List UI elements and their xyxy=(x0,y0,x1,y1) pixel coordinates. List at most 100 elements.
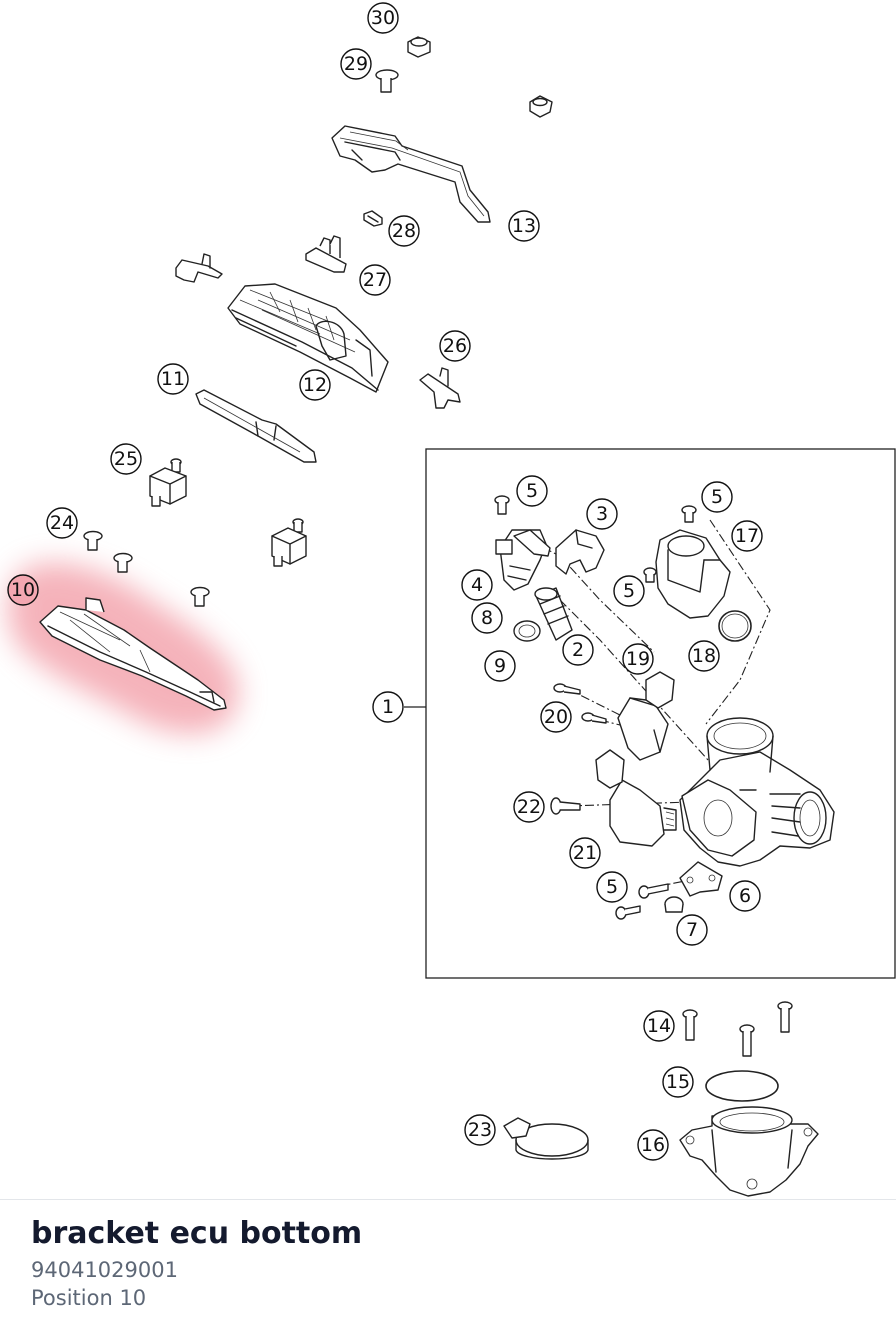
svg-text:25: 25 xyxy=(114,448,138,470)
svg-text:14: 14 xyxy=(647,1015,671,1037)
callout-20[interactable]: 20 xyxy=(540,701,572,733)
part-30-nut-2[interactable] xyxy=(529,95,553,118)
part-23-clamp[interactable] xyxy=(503,1117,589,1160)
callout-7[interactable]: 7 xyxy=(676,914,708,946)
svg-text:18: 18 xyxy=(692,645,716,667)
callout-18[interactable]: 18 xyxy=(688,640,720,672)
callout-14[interactable]: 14 xyxy=(643,1010,675,1042)
part-name: bracket ecu bottom xyxy=(31,1216,363,1251)
callout-6[interactable]: 6 xyxy=(729,880,761,912)
svg-text:28: 28 xyxy=(392,220,416,242)
callout-25[interactable]: 25 xyxy=(110,443,142,475)
part-21-sensor[interactable] xyxy=(595,749,677,847)
part-5-screw-a[interactable] xyxy=(494,495,510,515)
svg-text:23: 23 xyxy=(468,1119,492,1141)
svg-text:4: 4 xyxy=(471,574,483,596)
callout-2[interactable]: 2 xyxy=(562,634,594,666)
part-13-bracket-top[interactable] xyxy=(331,125,491,223)
part-25-damper-2[interactable] xyxy=(271,518,307,567)
part-14-screw-2[interactable] xyxy=(739,1024,755,1057)
svg-text:13: 13 xyxy=(512,215,536,237)
part-9-seal[interactable] xyxy=(513,620,541,642)
callout-5-b[interactable]: 5 xyxy=(701,481,733,513)
callout-30[interactable]: 30 xyxy=(367,2,399,34)
part-12-ecu[interactable] xyxy=(227,283,389,393)
part-3-clip[interactable] xyxy=(555,529,605,575)
callout-4[interactable]: 4 xyxy=(461,569,493,601)
part-29-screw[interactable] xyxy=(375,69,399,93)
part-5-screw-b[interactable] xyxy=(681,505,697,523)
svg-text:24: 24 xyxy=(50,512,74,534)
callout-13[interactable]: 13 xyxy=(508,210,540,242)
callout-8[interactable]: 8 xyxy=(471,602,503,634)
callout-5-c[interactable]: 5 xyxy=(613,575,645,607)
svg-text:10: 10 xyxy=(11,579,35,601)
callout-21[interactable]: 21 xyxy=(569,837,601,869)
callout-12[interactable]: 12 xyxy=(299,369,331,401)
part-17-actuator[interactable] xyxy=(655,529,731,619)
part-24-screw[interactable] xyxy=(83,530,103,551)
part-4-sensor[interactable] xyxy=(495,529,551,591)
part-6-plate[interactable] xyxy=(679,861,723,897)
callout-5-a[interactable]: 5 xyxy=(516,475,548,507)
part-19-connector[interactable] xyxy=(617,671,675,761)
callout-3[interactable]: 3 xyxy=(586,498,618,530)
svg-text:5: 5 xyxy=(623,580,635,602)
part-20-screw[interactable] xyxy=(553,683,581,695)
part-24-screw-3[interactable] xyxy=(190,586,210,607)
part-11-strap[interactable] xyxy=(195,389,317,463)
part-mount-left[interactable] xyxy=(175,253,223,283)
callout-27[interactable]: 27 xyxy=(359,264,391,296)
part-14-screw-3[interactable] xyxy=(777,1001,793,1033)
part-25-damper[interactable] xyxy=(149,458,187,507)
part-18-o-ring[interactable] xyxy=(718,610,752,642)
callout-17[interactable]: 17 xyxy=(731,520,763,552)
part-10-bracket-ecu-bottom[interactable] xyxy=(39,597,227,711)
callout-29[interactable]: 29 xyxy=(340,48,372,80)
callout-22[interactable]: 22 xyxy=(513,791,545,823)
callout-24[interactable]: 24 xyxy=(46,507,78,539)
callout-15[interactable]: 15 xyxy=(662,1066,694,1098)
svg-text:7: 7 xyxy=(686,919,698,941)
part-2-injector[interactable] xyxy=(534,587,573,641)
callout-10[interactable]: 10 xyxy=(7,574,39,606)
callout-9[interactable]: 9 xyxy=(484,650,516,682)
svg-text:17: 17 xyxy=(735,525,759,547)
svg-text:5: 5 xyxy=(711,486,723,508)
part-5-screw-e[interactable] xyxy=(615,905,641,920)
svg-text:12: 12 xyxy=(303,374,327,396)
part-15-o-ring[interactable] xyxy=(705,1070,779,1102)
svg-text:20: 20 xyxy=(544,706,568,728)
part-16-flange[interactable] xyxy=(679,1106,819,1197)
part-26-mount[interactable] xyxy=(419,367,461,409)
part-14-screw[interactable] xyxy=(682,1009,698,1041)
part-5-screw-d[interactable] xyxy=(638,883,669,899)
svg-text:16: 16 xyxy=(641,1134,665,1156)
part-30-nut[interactable] xyxy=(407,36,431,58)
callout-5-d[interactable]: 5 xyxy=(596,871,628,903)
callout-26[interactable]: 26 xyxy=(439,330,471,362)
callout-23[interactable]: 23 xyxy=(464,1114,496,1146)
callout-19[interactable]: 19 xyxy=(622,643,654,675)
svg-text:27: 27 xyxy=(363,269,387,291)
part-7-cap[interactable] xyxy=(664,896,684,913)
part-5-screw-c[interactable] xyxy=(643,567,657,583)
callout-28[interactable]: 28 xyxy=(388,215,420,247)
part-22-screw[interactable] xyxy=(550,797,581,815)
part-28-clip[interactable] xyxy=(363,210,383,227)
callout-16[interactable]: 16 xyxy=(637,1129,669,1161)
svg-text:26: 26 xyxy=(443,335,467,357)
assembly-1-frame xyxy=(425,448,896,979)
svg-text:6: 6 xyxy=(739,885,751,907)
part-27-mount[interactable] xyxy=(305,235,347,273)
part-20-screw-2[interactable] xyxy=(581,712,607,724)
svg-text:22: 22 xyxy=(517,796,541,818)
svg-text:5: 5 xyxy=(606,876,618,898)
callout-1[interactable]: 1 xyxy=(372,691,404,723)
part-1-throttle-body[interactable] xyxy=(679,717,835,867)
exploded-parts-diagram: 30 29 13 28 27 26 12 11 25 24 10 1 5 3 5… xyxy=(7,2,896,1197)
svg-text:15: 15 xyxy=(666,1071,690,1093)
callout-11[interactable]: 11 xyxy=(157,363,189,395)
svg-text:29: 29 xyxy=(344,53,368,75)
part-24-screw-2[interactable] xyxy=(113,552,133,573)
